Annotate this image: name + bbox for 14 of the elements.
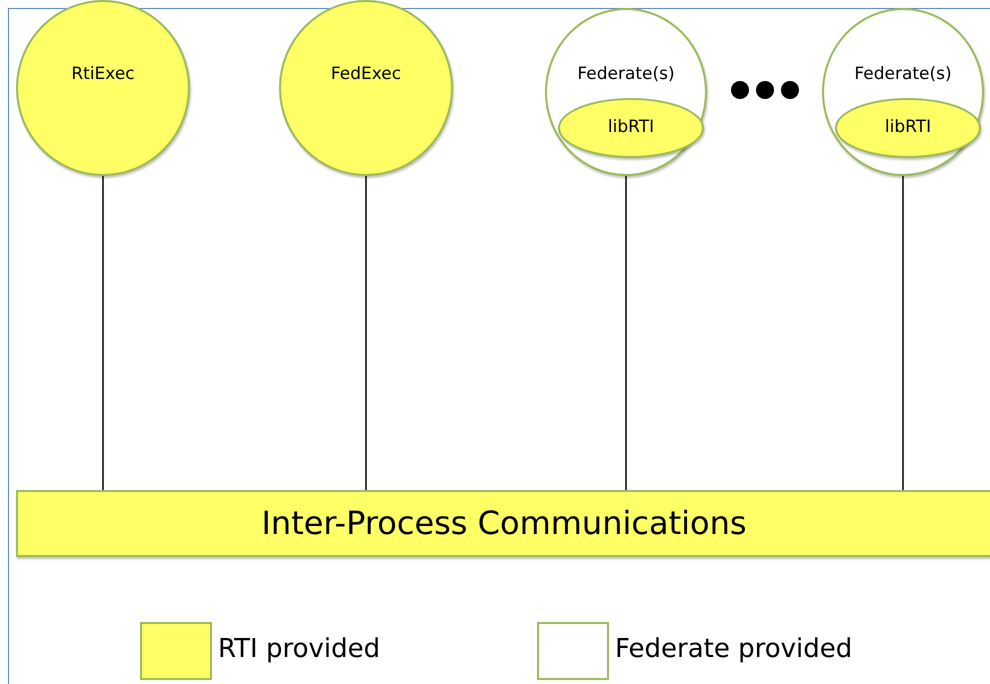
node-label: Inter-Process Communications (260, 504, 748, 542)
connector-line (625, 176, 627, 490)
node-label: libRTI (606, 117, 656, 137)
node-label: libRTI (884, 117, 932, 137)
node-label: Federate(s) (853, 64, 953, 84)
connector-line (365, 176, 367, 490)
legend-label: RTI provided (218, 634, 380, 664)
connector-line (102, 176, 104, 490)
legend-label: Federate provided (615, 634, 852, 664)
node-label: FedExec (330, 64, 402, 84)
communications-bar (16, 490, 990, 557)
node-label: Federate(s) (576, 64, 676, 84)
connector-line (902, 176, 904, 490)
node-label: RtiExec (70, 64, 136, 84)
